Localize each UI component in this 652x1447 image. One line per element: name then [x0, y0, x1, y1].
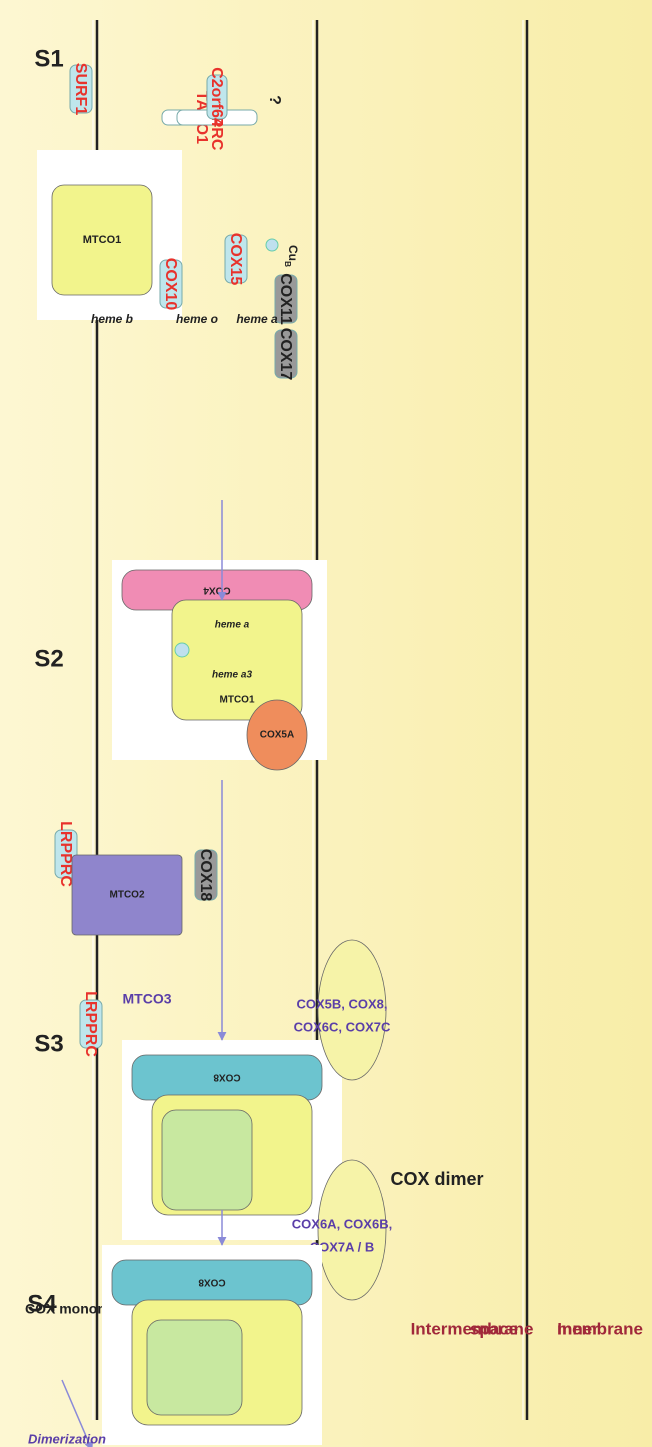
s1-mtco1-label: MTCO1: [83, 234, 122, 246]
compartment-space-label: space: [470, 1319, 518, 1338]
s4-cox8-label: COX8: [198, 1276, 226, 1287]
s4-group: COX8: [102, 1245, 322, 1445]
s2b-mtco2-label: MTCO2: [110, 890, 145, 901]
stage-s1-label: S1: [34, 45, 63, 72]
c2orf64-pill-label: C2orf64: [208, 67, 225, 127]
s2-cox5a-label: COX5A: [260, 730, 294, 741]
s4-added-line1: COX6A, COX6B,: [292, 1216, 392, 1231]
cox10-pill-label: COX10: [162, 258, 179, 311]
heme-a-label: heme a: [236, 312, 278, 326]
cox15-pill: COX15: [225, 233, 247, 286]
cox17-pill: COX17: [275, 328, 297, 381]
cox10-pill: COX10: [160, 258, 182, 311]
surf1-pill: SURF1: [70, 63, 92, 116]
heme-b-label: heme b: [91, 312, 133, 326]
heme-o-label: heme o: [176, 312, 218, 326]
compartment-membrane-label: membrane: [557, 1319, 643, 1338]
lrpprc3-pill: LRPPRC: [80, 991, 102, 1057]
cox18-pill-label: COX18: [197, 849, 214, 902]
metal-symbol: Cu: [286, 245, 300, 261]
mtco3-added-label: MTCO3: [123, 991, 172, 1007]
s3-cox8-label: COX8: [213, 1071, 241, 1082]
cox11-pill: COX11: [275, 273, 297, 325]
s3-mtco3-box: [162, 1110, 252, 1210]
cox18-pill: COX18: [195, 849, 217, 902]
s2-heme-a3-label: heme a3: [212, 670, 252, 681]
stage-s3-label: S3: [34, 1030, 63, 1057]
s2-heme-a-label: heme a: [215, 620, 250, 631]
s3-group: COX8CO1: [122, 1040, 342, 1240]
s1-cu-ion: [266, 239, 278, 251]
s4-mtco3-box: [147, 1320, 242, 1415]
s2-cu-ion: [175, 643, 189, 657]
lrpprc2-pill-label: LRPPRC: [57, 821, 74, 887]
surf1-pill-label: SURF1: [72, 63, 89, 116]
s3-added-line2: COX6C, COX7C: [294, 1019, 391, 1034]
s2-cox4-label: COX4: [203, 584, 231, 595]
s2-mtco1-label: MTCO1: [220, 695, 255, 706]
cox17-pill-label: COX17: [277, 328, 294, 381]
dimerization-label: Dimerization: [28, 1431, 106, 1446]
cox-dimer-title: COX dimer: [390, 1169, 483, 1189]
s3-added-line1: COX5B, COX8,: [296, 996, 387, 1011]
metal-subscript: B: [283, 261, 293, 267]
c2orf64-pill: C2orf64: [207, 67, 227, 127]
question-mark: ?: [266, 95, 283, 105]
stage-s2-label: S2: [34, 645, 63, 672]
cox15-pill-label: COX15: [227, 233, 244, 286]
lrpprc3-pill-label: LRPPRC: [82, 991, 99, 1057]
cox11-pill-label: COX11: [277, 273, 294, 325]
